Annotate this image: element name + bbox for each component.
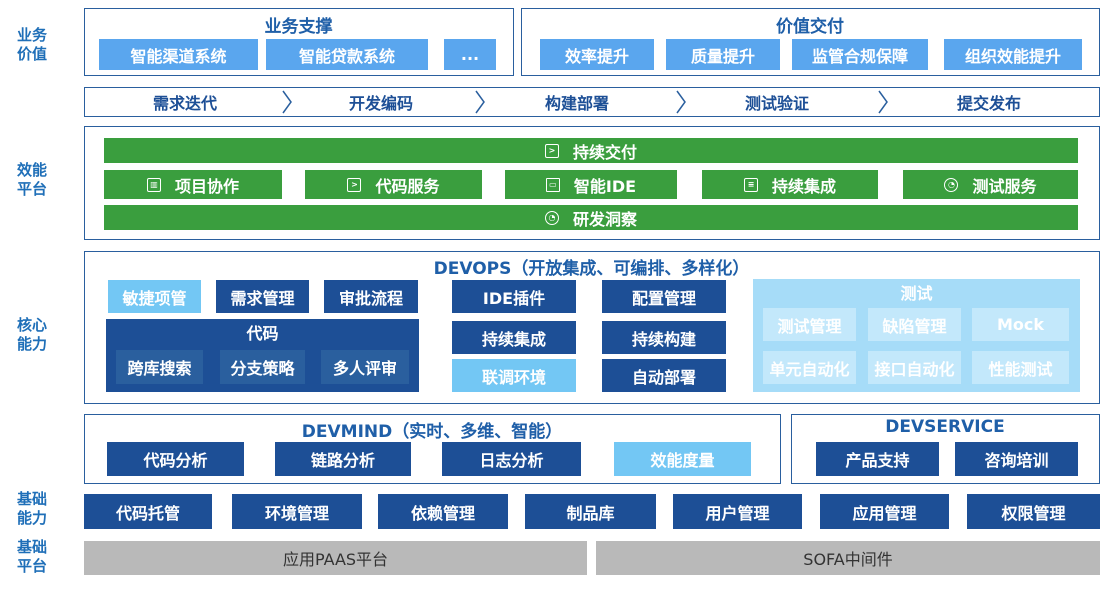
label-efficiency-platform: 效能平台	[16, 161, 47, 198]
devservice-frame: DEVSERVICE 产品支持 咨询培训	[791, 414, 1100, 484]
gauge-icon: ◔	[944, 177, 959, 192]
code-item: 多人评审	[321, 350, 409, 384]
efficiency-item-project: ▥项目协作	[104, 170, 282, 199]
chevron-right-icon	[282, 90, 292, 114]
business-item-more: ...	[444, 39, 496, 70]
base-platform-item: 应用PAAS平台	[84, 541, 587, 575]
value-delivery-frame: 价值交付 效率提升 质量提升 监管合规保障 组织效能提升	[521, 8, 1100, 76]
test-item: 性能测试	[972, 351, 1069, 384]
devops-item: IDE插件	[452, 280, 576, 313]
flow-step: 构建部署	[544, 94, 609, 113]
business-support-title: 业务支撑	[264, 17, 333, 37]
base-ability-item: 制品库	[525, 494, 656, 529]
devops-item: 审批流程	[324, 280, 418, 313]
test-group-title: 测试	[900, 284, 933, 303]
base-ability-item: 环境管理	[232, 494, 362, 529]
value-delivery-title: 价值交付	[776, 17, 844, 37]
code-group-title: 代码	[246, 324, 279, 343]
continuous-delivery-bar: >持续交付	[104, 138, 1078, 163]
base-ability-item: 权限管理	[967, 494, 1100, 529]
devops-item: 自动部署	[602, 359, 726, 392]
test-item: 测试管理	[763, 308, 856, 341]
chevron-right-icon	[878, 90, 888, 114]
devmind-frame: DEVMIND（实时、多维、智能） 代码分析 链路分析 日志分析 效能度量	[84, 414, 781, 484]
devmind-item: 日志分析	[442, 442, 581, 476]
devops-item: 持续集成	[452, 321, 576, 354]
base-ability-item: 代码托管	[84, 494, 212, 529]
test-item: 缺陷管理	[868, 308, 961, 341]
gauge-icon: ◔	[544, 210, 559, 225]
efficiency-item-ci: ≡持续集成	[702, 170, 878, 199]
devops-frame: DEVOPS（开放集成、可编排、多样化） 敏捷项管 需求管理 审批流程 代码 跨…	[84, 251, 1100, 404]
devops-item: 持续构建	[602, 321, 726, 354]
base-platform-item: SOFA中间件	[596, 541, 1100, 575]
base-ability-item: 应用管理	[820, 494, 949, 529]
efficiency-platform-frame: >持续交付 ▥项目协作 >代码服务 ▭智能IDE ≡持续集成 ◔测试服务 ◔研发…	[84, 126, 1100, 240]
devmind-item: 效能度量	[614, 442, 751, 476]
code-item: 分支策略	[220, 350, 305, 384]
code-group: 代码 跨库搜索 分支策略 多人评审	[106, 319, 419, 392]
chevron-right-icon	[475, 90, 485, 114]
flow-bar: 需求迭代 开发编码 构建部署 测试验证 提交发布	[84, 87, 1100, 117]
test-group: 测试 测试管理 缺陷管理 Mock 单元自动化 接口自动化 性能测试	[753, 279, 1080, 392]
devops-item: 敏捷项管	[108, 280, 201, 313]
efficiency-item-test: ◔测试服务	[903, 170, 1078, 199]
flow-step: 测试验证	[744, 94, 809, 113]
value-item: 质量提升	[666, 39, 780, 70]
devservice-item: 咨询培训	[955, 442, 1078, 476]
value-item: 组织效能提升	[944, 39, 1082, 70]
base-ability-item: 依赖管理	[378, 494, 508, 529]
business-item: 智能渠道系统	[99, 39, 258, 70]
chevron-right-icon	[676, 90, 686, 114]
rd-insight-bar: ◔研发洞察	[104, 205, 1078, 230]
code-item: 跨库搜索	[116, 350, 203, 384]
value-item: 监管合规保障	[792, 39, 928, 70]
flow-step: 提交发布	[956, 94, 1021, 113]
laptop-icon: ▭	[545, 177, 560, 192]
devservice-title: DEVSERVICE	[885, 417, 1005, 437]
efficiency-item-ide: ▭智能IDE	[505, 170, 677, 199]
label-biz-value: 业务价值	[16, 26, 47, 63]
devops-title: DEVOPS（开放集成、可编排、多样化）	[433, 259, 750, 279]
base-ability-item: 用户管理	[673, 494, 802, 529]
business-item: 智能贷款系统	[266, 39, 428, 70]
devmind-item: 链路分析	[275, 442, 411, 476]
devops-item: 联调环境	[452, 359, 576, 392]
label-base-ability: 基础能力	[16, 490, 47, 527]
terminal-icon: >	[347, 177, 362, 192]
devops-item: 需求管理	[216, 280, 309, 313]
business-support-frame: 业务支撑 智能渠道系统 智能贷款系统 ...	[84, 8, 514, 76]
devops-item: 配置管理	[602, 280, 726, 313]
devmind-item: 代码分析	[107, 442, 244, 476]
board-icon: ▥	[146, 177, 161, 192]
devservice-item: 产品支持	[816, 442, 939, 476]
devmind-title: DEVMIND（实时、多维、智能）	[301, 422, 563, 442]
efficiency-item-code: >代码服务	[305, 170, 482, 199]
flow-step: 开发编码	[348, 94, 413, 113]
test-item: 单元自动化	[763, 351, 856, 384]
test-item: Mock	[972, 308, 1069, 341]
value-item: 效率提升	[540, 39, 654, 70]
label-base-platform: 基础平台	[16, 538, 47, 575]
terminal-icon: >	[544, 143, 559, 158]
flow-step: 需求迭代	[152, 94, 217, 113]
test-item: 接口自动化	[868, 351, 961, 384]
label-core-ability: 核心能力	[16, 316, 47, 353]
document-icon: ≡	[743, 177, 758, 192]
